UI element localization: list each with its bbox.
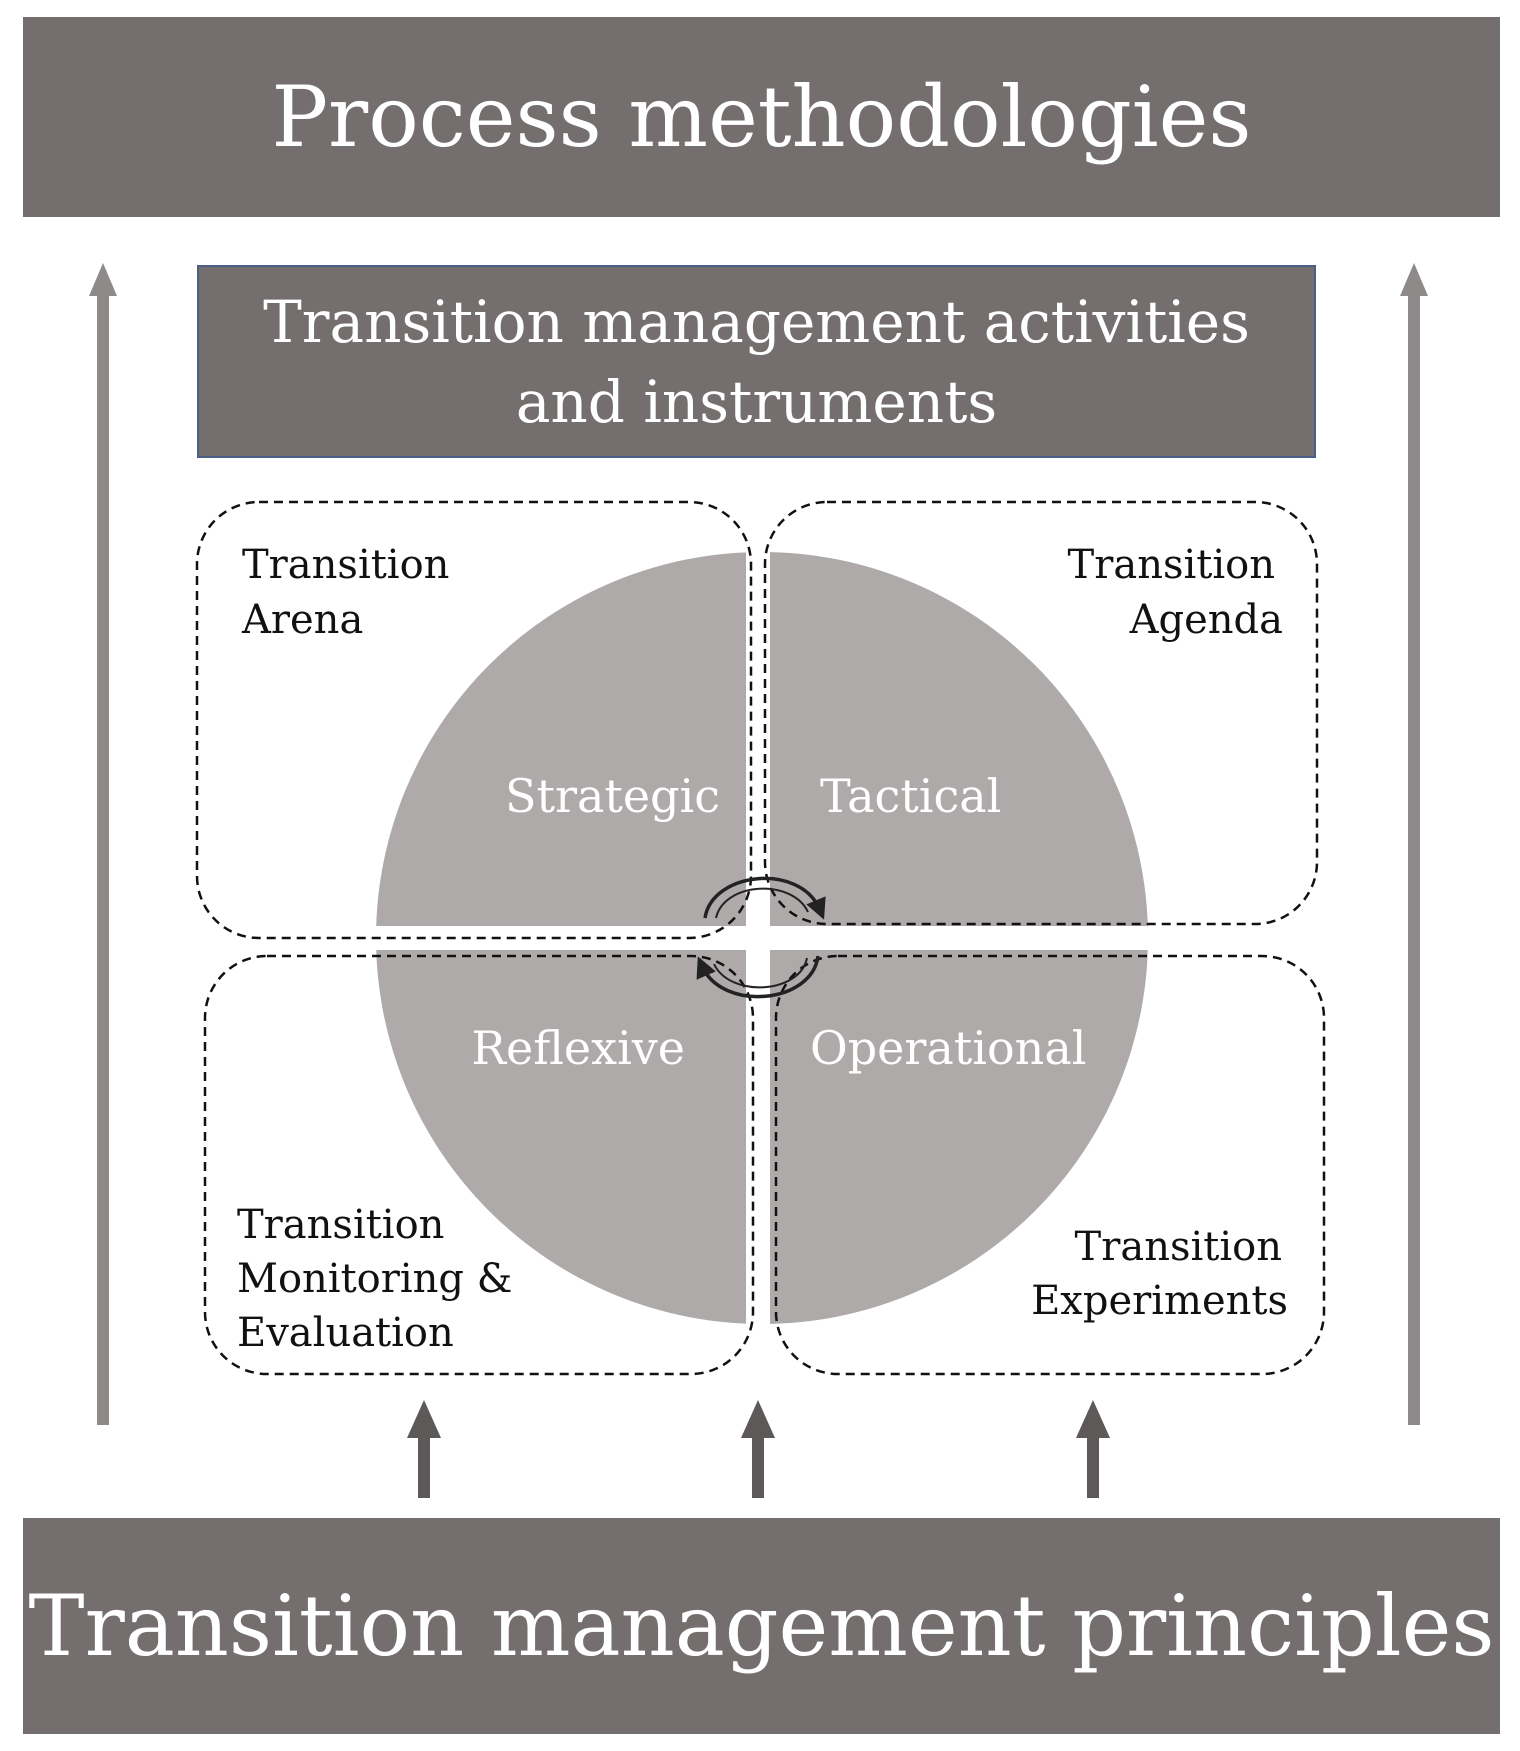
activities-title-line2: and instruments (515, 367, 998, 436)
cycle-arrows-icon (696, 876, 826, 999)
bottom-arrow-right (1076, 1400, 1110, 1498)
monitoring-label-line1: Transition (237, 1202, 444, 1248)
process-methodologies-banner: Process methodologies (23, 17, 1500, 217)
bottom-arrow-center (741, 1400, 775, 1498)
experiments-label-line2: Experiments (1031, 1278, 1288, 1324)
transition-principles-banner: Transition management principles (23, 1518, 1500, 1734)
experiments-label-line1: Transition (1075, 1224, 1282, 1270)
monitoring-label-line2: Monitoring & (237, 1256, 512, 1302)
operational-label: Operational (810, 1021, 1086, 1075)
reflexive-label: Reflexive (471, 1021, 685, 1075)
cross-horizontal (370, 926, 1154, 950)
transition-principles-title: Transition management principles (28, 1577, 1495, 1675)
transition-agenda-box (763, 500, 1319, 926)
tactical-label: Tactical (820, 769, 1001, 823)
bottom-arrow-left (407, 1400, 441, 1498)
transition-monitoring-box (203, 954, 755, 1376)
strategic-label: Strategic (505, 769, 720, 823)
arena-label-line2: Arena (241, 597, 363, 643)
transition-experiments-box (774, 954, 1326, 1376)
process-methodologies-title: Process methodologies (271, 68, 1252, 166)
activities-title-line1: Transition management activities (263, 287, 1250, 356)
agenda-label-line1: Transition (1068, 542, 1275, 588)
activities-instruments-box: Transition management activities and ins… (197, 265, 1316, 458)
arena-label-line1: Transition (242, 542, 449, 588)
agenda-label-line2: Agenda (1129, 597, 1283, 643)
transition-arena-box (195, 500, 753, 940)
right-side-arrow (1400, 263, 1428, 1425)
monitoring-label-line3: Evaluation (237, 1310, 454, 1356)
left-side-arrow (89, 263, 117, 1425)
